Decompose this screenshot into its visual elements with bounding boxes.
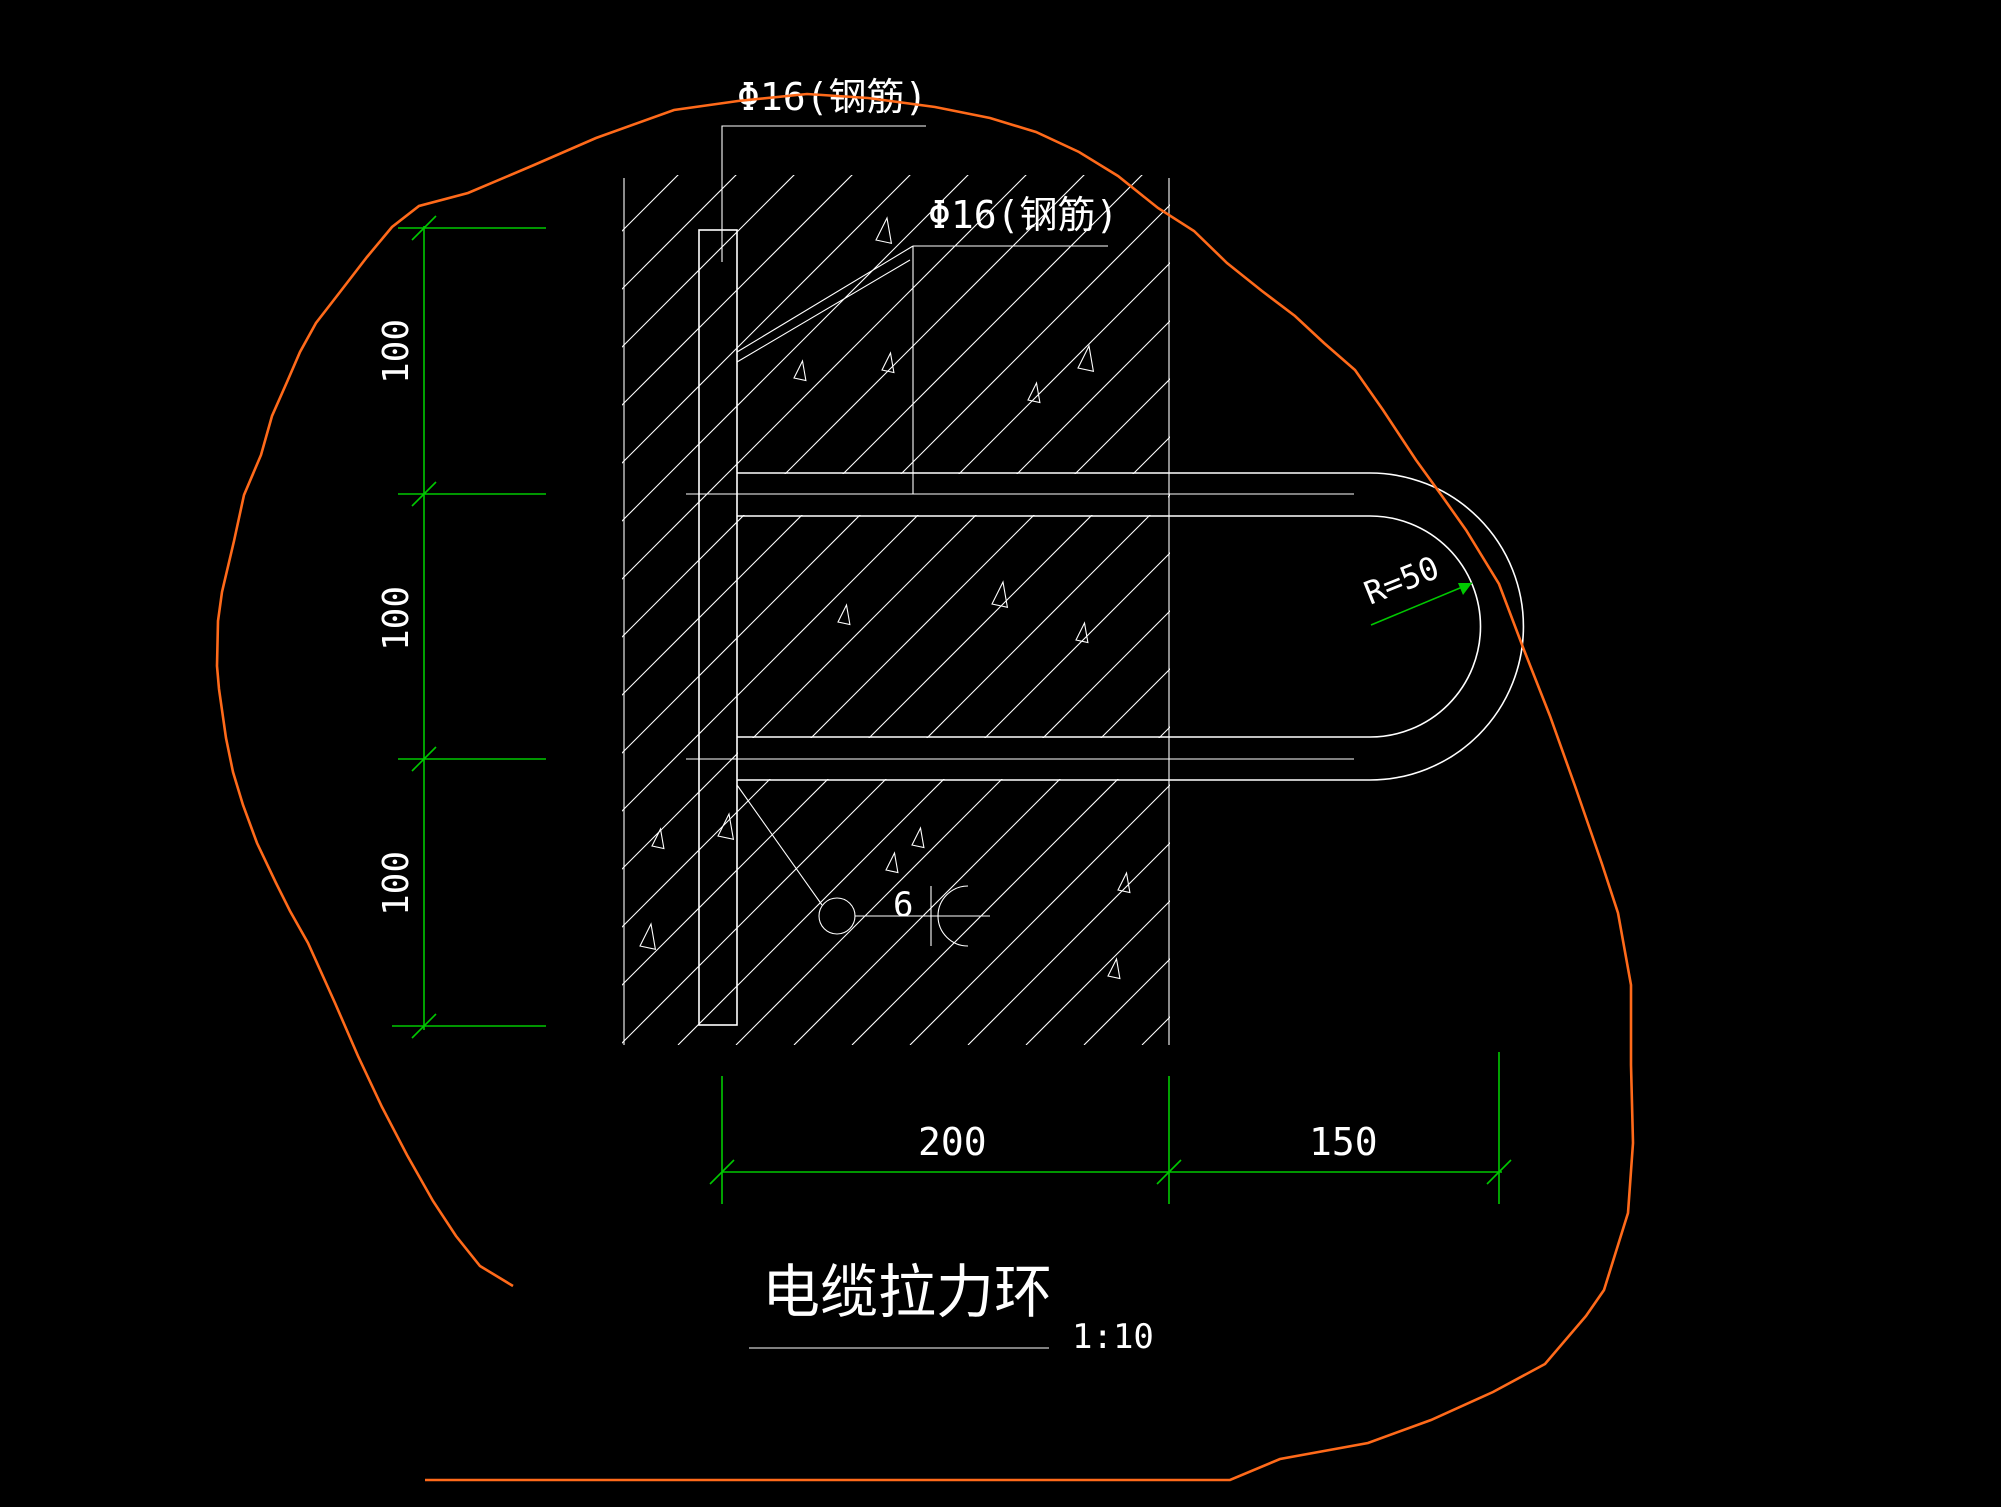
hatch-line xyxy=(0,145,360,1045)
hatch-line xyxy=(1722,145,2001,1045)
hatch-line xyxy=(0,145,418,1045)
aggregate-triangle xyxy=(651,827,665,850)
dim-vertical-3: 100 xyxy=(376,851,417,916)
aggregate-triangle xyxy=(1107,957,1121,980)
hatch-line xyxy=(735,610,1170,1045)
hatch-line xyxy=(1083,958,1170,1045)
hatch-line xyxy=(622,262,1170,812)
dim-vertical-2: 100 xyxy=(376,586,417,651)
horizontal-dimension: 200 150 xyxy=(709,1052,1512,1204)
dim-horizontal-2: 150 xyxy=(1309,1120,1378,1164)
hatch-line xyxy=(1896,145,2001,1045)
drawing-title-block: 电缆拉力环 1:10 xyxy=(749,1258,1154,1357)
hatch-line xyxy=(1141,1016,1170,1045)
aggregate-triangle xyxy=(885,851,899,874)
aggregate-triangle xyxy=(717,812,735,841)
vertical-dimension: 100 100 100 xyxy=(376,215,546,1039)
hatch-line xyxy=(622,378,1170,928)
hatch-line xyxy=(622,436,1170,986)
aggregate-triangles xyxy=(639,216,1131,980)
revision-cloud xyxy=(215,92,1635,1482)
hatch-line xyxy=(1838,145,2001,1045)
wall-section xyxy=(0,145,2001,1045)
hatch-line xyxy=(622,494,1170,1044)
hatch-line xyxy=(622,175,795,348)
hatch-line xyxy=(851,726,1170,1045)
aggregate-triangle xyxy=(991,580,1009,609)
aggregate-triangle xyxy=(1117,871,1131,894)
aggregate-triangle xyxy=(911,826,925,849)
hatch-line xyxy=(967,842,1170,1045)
hatch-line xyxy=(622,175,679,232)
hatch-line xyxy=(622,175,1027,580)
hatch-line xyxy=(1200,145,2001,1045)
hatch-line xyxy=(793,668,1170,1045)
dim-vertical-1: 100 xyxy=(376,319,417,384)
aggregate-triangle xyxy=(639,922,657,951)
aggregate-triangle xyxy=(1075,621,1089,644)
hatch-line xyxy=(677,552,1170,1045)
radius-callout: R=50 xyxy=(1359,548,1473,626)
aggregate-triangle xyxy=(881,351,895,374)
hatch-line xyxy=(1606,145,2001,1045)
hatch-line xyxy=(1780,145,2001,1045)
concrete-hatch xyxy=(0,145,2001,1045)
radius-label: R=50 xyxy=(1359,548,1445,612)
hatch-line xyxy=(0,145,650,1045)
hatch-line xyxy=(1316,145,2001,1045)
hatch-line xyxy=(1490,145,2001,1045)
hatch-line xyxy=(622,320,1170,870)
weld-size-label: 6 xyxy=(893,885,913,925)
hatch-line xyxy=(622,175,853,406)
weld-symbol: 6 xyxy=(736,784,990,947)
anchor-rebar xyxy=(736,245,914,494)
hatch-line xyxy=(622,175,911,464)
rebar-leader-inner: Φ16(钢筋) xyxy=(913,193,1118,247)
hatch-line xyxy=(622,204,1170,754)
hatch-line xyxy=(622,175,1143,696)
hatch-line xyxy=(0,145,592,1045)
aggregate-triangle xyxy=(1027,381,1041,404)
aggregate-triangle xyxy=(875,216,893,245)
hatch-line xyxy=(1664,145,2001,1045)
dim-horizontal-1: 200 xyxy=(918,1120,987,1164)
hatch-line xyxy=(1954,145,2001,1045)
drawing-scale: 1:10 xyxy=(1072,1317,1154,1357)
hatch-line xyxy=(622,175,1085,638)
aggregate-triangle xyxy=(837,603,851,626)
hatch-line xyxy=(622,175,969,522)
pull-ring xyxy=(686,472,1525,781)
aggregate-triangle xyxy=(793,359,807,382)
aggregate-triangle xyxy=(1077,344,1095,373)
hatch-line xyxy=(909,784,1170,1045)
drawing-title: 电缆拉力环 xyxy=(762,1258,1052,1326)
rebar-label-inner: Φ16(钢筋) xyxy=(928,193,1118,237)
hatch-line xyxy=(1432,145,2001,1045)
steel-plate xyxy=(698,229,738,1026)
hatch-line xyxy=(1374,145,2001,1045)
hatch-line xyxy=(0,145,534,1045)
